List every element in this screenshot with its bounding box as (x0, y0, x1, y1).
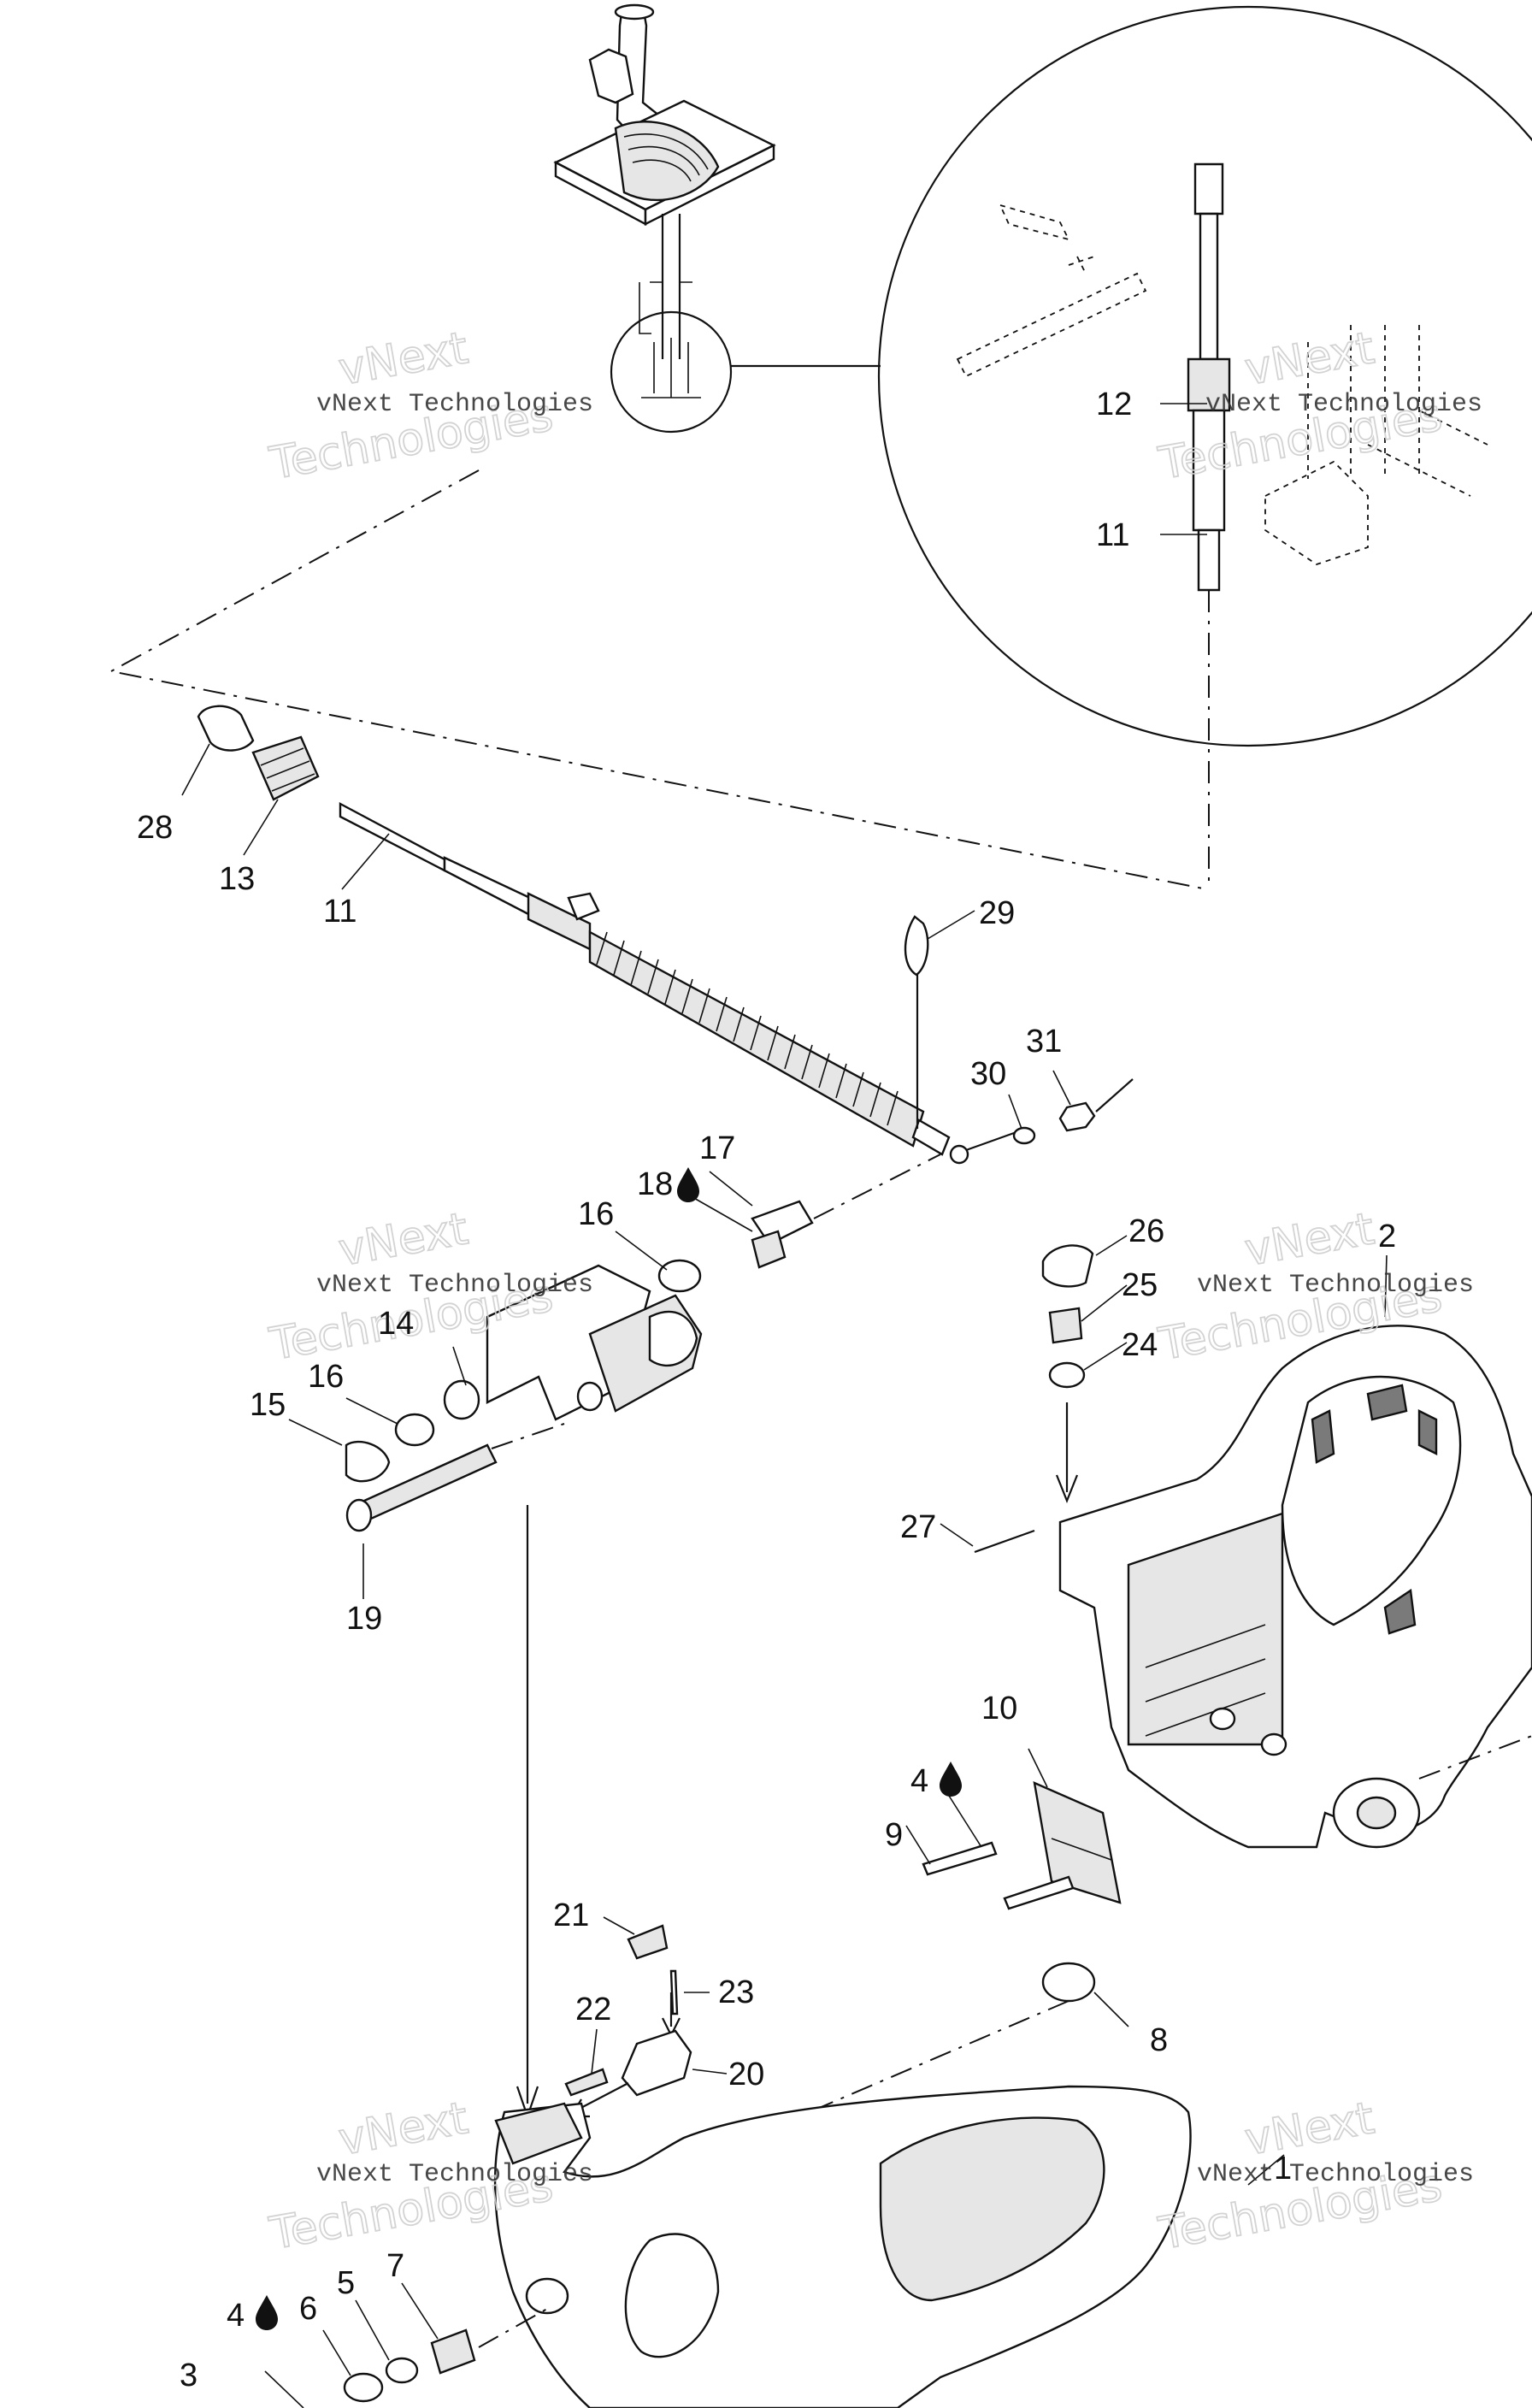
upper-bracket (649, 1244, 1532, 2181)
detail-view-circle (878, 6, 1532, 885)
part-label-4: 4 (227, 2298, 245, 2334)
part-label-19: 19 (346, 1601, 382, 1637)
part-label-27: 27 (900, 1509, 936, 1545)
watermark-caption: vNext Technologies (1205, 390, 1482, 419)
part-label-3: 3 (180, 2358, 197, 2393)
part-label-31: 31 (1026, 1024, 1062, 1059)
watermark-line1: vNext (335, 1203, 472, 1276)
assembly-envelope-line (109, 469, 1208, 890)
part-label-23: 23 (718, 1974, 754, 2010)
shift-lever-assembly (553, 3, 881, 434)
part-label-13: 13 (219, 861, 255, 897)
watermark-line1: vNext (1241, 322, 1378, 395)
part-labels: 12 11 28 13 11 29 30 31 17 18 16 14 16 1… (137, 387, 1396, 2393)
part-label-22: 22 (575, 1992, 611, 2027)
watermark-line1: vNext (335, 322, 472, 395)
oil-drop-icon (940, 1762, 962, 1797)
part-label-9: 9 (885, 1817, 903, 1853)
part-label-18: 18 (637, 1166, 673, 1202)
watermark-layer: vNext Technologies vNext Technologies vN… (265, 322, 1482, 2260)
part-label-11: 11 (323, 894, 356, 930)
part-label-11: 11 (1096, 517, 1129, 553)
shift-lever-bracket (345, 1154, 941, 2120)
part-label-14: 14 (378, 1306, 414, 1342)
watermark-caption: vNext Technologies (1197, 1271, 1474, 1300)
shift-cable (197, 705, 1134, 1165)
oil-drop-icon (677, 1167, 699, 1202)
part-label-28: 28 (137, 810, 173, 846)
part-label-17: 17 (699, 1130, 735, 1166)
part-label-30: 30 (970, 1056, 1006, 1092)
watermark-caption: vNext Technologies (316, 2160, 593, 2189)
part-label-12: 12 (1096, 387, 1132, 422)
part-label-5: 5 (337, 2265, 355, 2301)
part-label-24: 24 (1122, 1327, 1158, 1363)
part-label-7: 7 (386, 2248, 404, 2284)
part-label-29: 29 (979, 895, 1015, 931)
watermark-line1: vNext (1241, 1203, 1378, 1276)
part-label-1: 1 (1274, 2151, 1292, 2187)
part-label-16: 16 (578, 1196, 614, 1232)
part-label-8: 8 (1150, 2022, 1168, 2058)
watermark-line1: vNext (335, 2092, 472, 2165)
leader-lines (181, 403, 1388, 2408)
part-label-10: 10 (981, 1691, 1017, 1726)
part-label-20: 20 (728, 2057, 764, 2092)
lock-parts (564, 1924, 692, 2118)
part-label-15: 15 (250, 1387, 286, 1423)
part-label-4: 4 (910, 1763, 928, 1799)
part-label-6: 6 (299, 2291, 317, 2327)
watermark-caption: vNext Technologies (1197, 2160, 1474, 2189)
part-label-25: 25 (1122, 1267, 1158, 1303)
part-label-26: 26 (1128, 1213, 1164, 1249)
oil-drop-icon (256, 2295, 278, 2330)
watermark-caption: vNext Technologies (316, 1271, 593, 1300)
watermark-caption: vNext Technologies (316, 390, 593, 419)
part-label-2: 2 (1378, 1219, 1396, 1254)
watermark-line1: vNext (1241, 2092, 1378, 2165)
part-label-21: 21 (553, 1897, 589, 1933)
lower-bracket (343, 2085, 1192, 2408)
part-label-16: 16 (308, 1359, 344, 1395)
